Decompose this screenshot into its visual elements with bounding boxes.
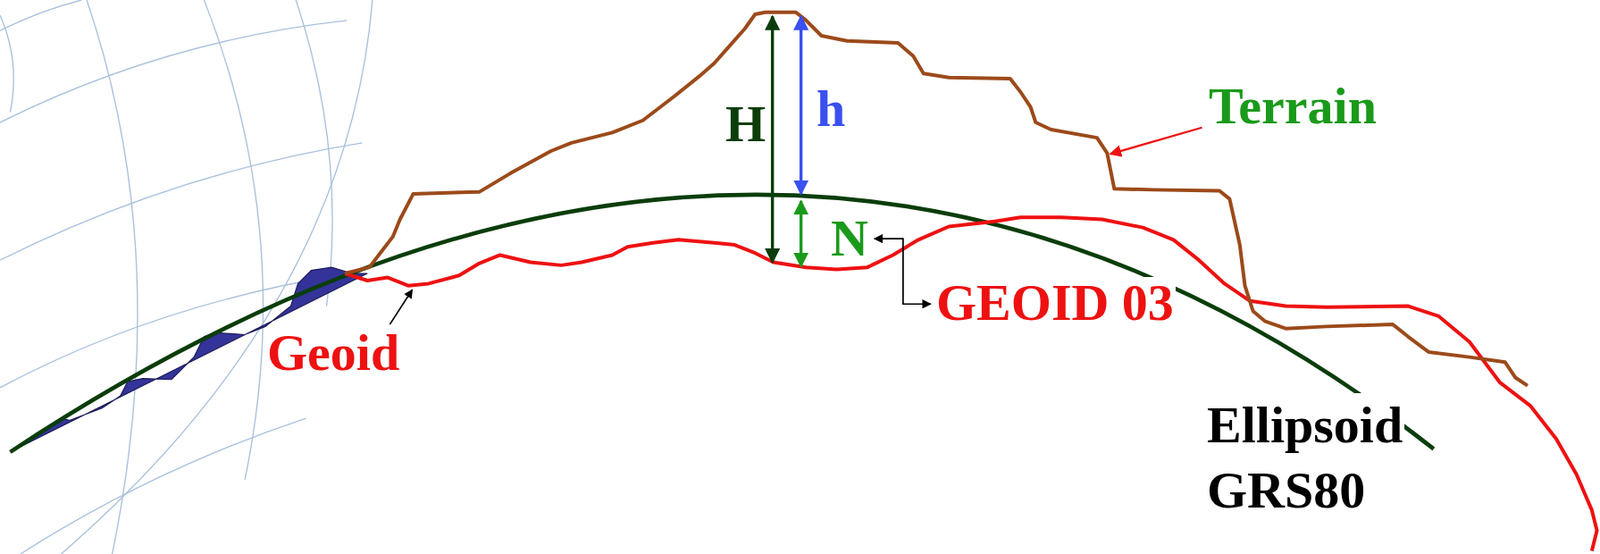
leader-line — [1110, 127, 1203, 155]
height-symbol: h — [814, 83, 847, 135]
terrain-curve — [344, 12, 1528, 386]
terrain-label: Terrain — [1206, 80, 1379, 133]
ellipsoid-height-arrow — [799, 16, 803, 194]
parallel — [20, 418, 307, 554]
leader-line — [874, 238, 931, 304]
geoid-model-label: GEOID 03 — [934, 276, 1176, 329]
geoid-height-arrow — [799, 201, 803, 267]
globe-grid — [0, 0, 373, 554]
meridian — [86, 0, 138, 554]
ellipsoid-label: Ellipsoid GRS80 — [1205, 393, 1405, 523]
orthometric-height-arrow — [770, 16, 774, 262]
height-symbol: N — [829, 212, 871, 265]
parallel — [0, 142, 362, 260]
leader-line — [389, 289, 412, 325]
geoid-label: Geoid — [265, 326, 402, 379]
meridian — [203, 0, 263, 480]
parallel — [0, 0, 82, 31]
height-symbol: H — [723, 98, 768, 151]
geoid-curve — [344, 217, 1598, 551]
meridian — [295, 0, 333, 307]
parallel — [0, 20, 347, 123]
